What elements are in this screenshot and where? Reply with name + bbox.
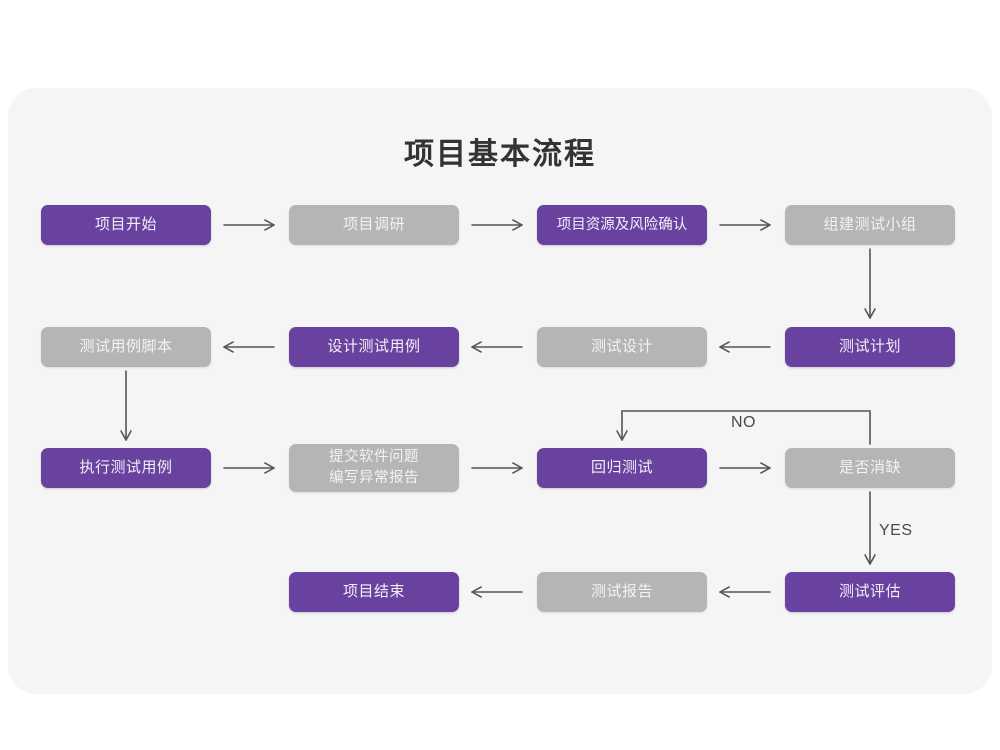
node-label: 测试用例脚本 <box>79 338 173 355</box>
node-label: 执行测试用例 <box>79 459 173 476</box>
node-label: 测试设计 <box>590 338 653 355</box>
node-label: 是否消缺 <box>838 459 901 476</box>
node-label: 组建测试小组 <box>823 216 917 233</box>
node-submit-issue-report[interactable]: 提交软件问题 编写异常报告 <box>289 444 459 492</box>
node-test-report[interactable]: 测试报告 <box>537 572 707 612</box>
page-title: 项目基本流程 <box>404 138 596 171</box>
node-defect-cleared-decision[interactable]: 是否消缺 <box>785 448 955 488</box>
node-test-case-script[interactable]: 测试用例脚本 <box>41 327 211 367</box>
node-project-start[interactable]: 项目开始 <box>41 205 211 245</box>
node-label: 提交软件问题 编写异常报告 <box>329 449 419 486</box>
node-label: 测试评估 <box>838 583 901 600</box>
node-label: 项目资源及风险确认 <box>556 217 688 233</box>
node-project-research[interactable]: 项目调研 <box>289 205 459 245</box>
node-test-evaluation[interactable]: 测试评估 <box>785 572 955 612</box>
edge-label-no: NO <box>731 414 756 431</box>
node-test-design[interactable]: 测试设计 <box>537 327 707 367</box>
node-build-test-team[interactable]: 组建测试小组 <box>785 205 955 245</box>
node-label: 测试报告 <box>590 583 653 600</box>
node-label: 项目开始 <box>94 216 157 233</box>
node-label: 项目调研 <box>342 216 405 233</box>
node-design-test-case[interactable]: 设计测试用例 <box>289 327 459 367</box>
node-regression-test[interactable]: 回归测试 <box>537 448 707 488</box>
node-label: 设计测试用例 <box>327 338 421 355</box>
node-label: 项目结束 <box>342 583 405 600</box>
node-label: 测试计划 <box>838 338 901 355</box>
edge-label-yes: YES <box>879 522 913 539</box>
node-test-plan[interactable]: 测试计划 <box>785 327 955 367</box>
node-project-end[interactable]: 项目结束 <box>289 572 459 612</box>
node-resource-risk-confirm[interactable]: 项目资源及风险确认 <box>537 205 707 245</box>
node-execute-test-case[interactable]: 执行测试用例 <box>41 448 211 488</box>
node-label: 回归测试 <box>590 459 653 476</box>
